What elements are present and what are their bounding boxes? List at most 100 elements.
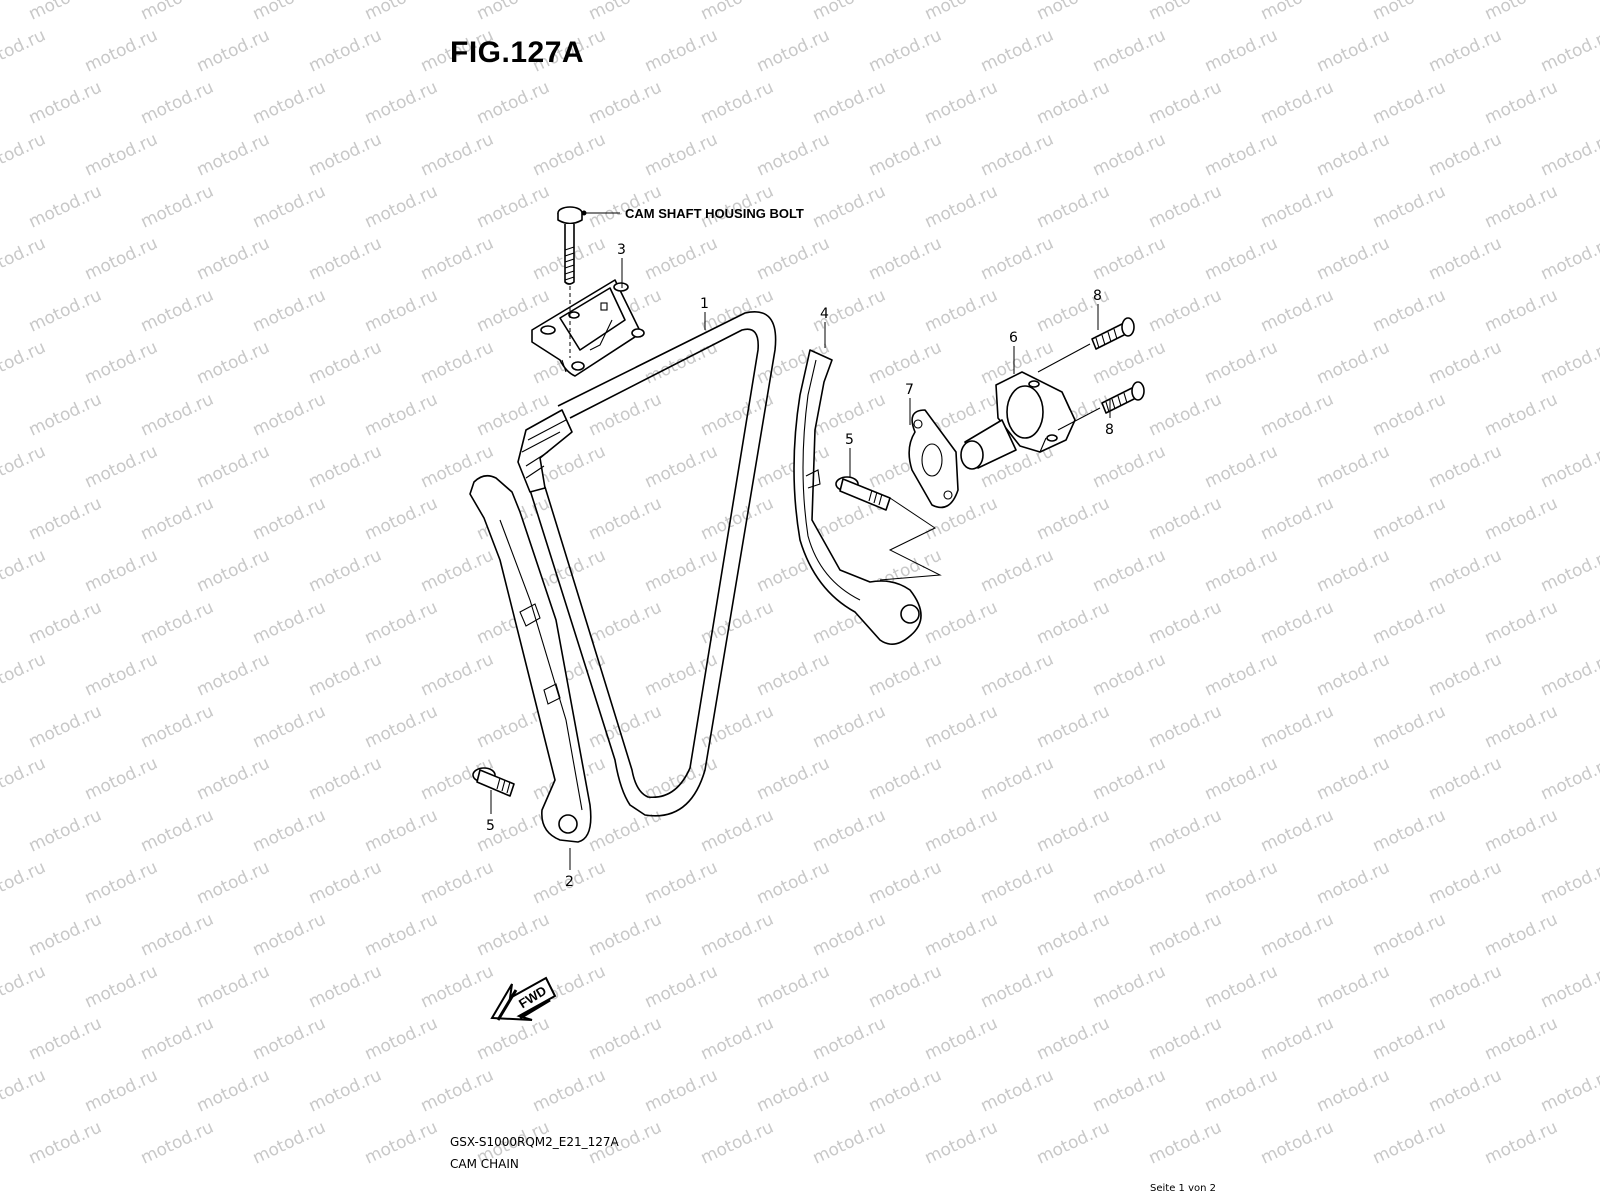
watermark-text: motod.ru [1034, 0, 1113, 25]
watermark-text: motod.ru [978, 545, 1057, 596]
watermark-text: motod.ru [82, 961, 161, 1012]
watermark-text: motod.ru [1482, 389, 1561, 440]
watermark-text: motod.ru [1370, 285, 1449, 336]
watermark-text: motod.ru [26, 1013, 105, 1064]
watermark-text: motod.ru [642, 25, 721, 76]
watermark-text: motod.ru [1202, 129, 1281, 180]
watermark-text: motod.ru [1146, 597, 1225, 648]
watermark-text: motod.ru [362, 1013, 441, 1064]
guide-bolt-lower[interactable] [472, 767, 515, 797]
watermark-text: motod.ru [306, 337, 385, 388]
watermark-text: motod.ru [754, 129, 833, 180]
watermark-text: motod.ru [1034, 805, 1113, 856]
watermark-text: motod.ru [250, 389, 329, 440]
figure-title: FIG.127A [450, 36, 585, 69]
tensioner-gasket[interactable] [908, 409, 959, 509]
tensioner-bolt-upper[interactable] [1091, 317, 1135, 350]
watermark-text: motod.ru [1314, 857, 1393, 908]
watermark-text: motod.ru [922, 1013, 1001, 1064]
watermark-text: motod.ru [82, 129, 161, 180]
watermark-text: motod.ru [1370, 181, 1449, 232]
tensioner-bolt-lower[interactable] [1101, 381, 1145, 414]
watermark-text: motod.ru [1370, 701, 1449, 752]
watermark-text: motod.ru [1482, 1013, 1561, 1064]
watermark-text: motod.ru [0, 545, 49, 596]
rear-tensioner-guide[interactable] [793, 349, 922, 645]
watermark-text: motod.ru [138, 77, 217, 128]
watermark-text: motod.ru [82, 1065, 161, 1116]
watermark-text: motod.ru [1482, 0, 1561, 25]
watermark-text: motod.ru [1202, 545, 1281, 596]
watermark-text: motod.ru [26, 701, 105, 752]
watermark-text: motod.ru [306, 857, 385, 908]
watermark-text: motod.ru [530, 129, 609, 180]
watermark-text: motod.ru [306, 441, 385, 492]
watermark-text: motod.ru [586, 1013, 665, 1064]
watermark-text: motod.ru [82, 233, 161, 284]
ref-label-6: 6 [1009, 330, 1018, 346]
watermark-text: motod.ru [586, 0, 665, 25]
watermark-text: motod.ru [138, 181, 217, 232]
watermark-text: motod.ru [698, 77, 777, 128]
watermark-text: motod.ru [1538, 857, 1600, 908]
watermark-text: motod.ru [26, 805, 105, 856]
watermark-text: motod.ru [1258, 597, 1337, 648]
watermark-text: motod.ru [810, 1013, 889, 1064]
watermark-text: motod.ru [0, 233, 49, 284]
watermark-text: motod.ru [1034, 1013, 1113, 1064]
watermark-text: motod.ru [138, 1013, 217, 1064]
watermark-text: motod.ru [754, 961, 833, 1012]
watermark-text: motod.ru [1258, 701, 1337, 752]
watermark-text: motod.ru [1034, 493, 1113, 544]
watermark-text: motod.ru [1314, 961, 1393, 1012]
watermark-text: motod.ru [1426, 337, 1505, 388]
watermark-text: motod.ru [1090, 753, 1169, 804]
watermark-text: motod.ru [138, 0, 217, 25]
watermark-text: motod.ru [1258, 389, 1337, 440]
watermark-text: motod.ru [1258, 181, 1337, 232]
watermark-text: motod.ru [1482, 1117, 1561, 1168]
cam-shaft-housing-bolt[interactable] [557, 206, 583, 285]
watermark-text: motod.ru [250, 1117, 329, 1168]
watermark-text: motod.ru [1034, 1117, 1113, 1168]
watermark-text: motod.ru [0, 753, 49, 804]
guide-bolt-upper[interactable] [835, 476, 891, 511]
watermark-text: motod.ru [1146, 1013, 1225, 1064]
watermark-text: motod.ru [474, 181, 553, 232]
watermark-text: motod.ru [1482, 597, 1561, 648]
watermark-text: motod.ru [1538, 545, 1600, 596]
ref-label-2: 2 [565, 874, 574, 890]
watermark-text: motod.ru [1426, 233, 1505, 284]
watermark-text: motod.ru [418, 1065, 497, 1116]
watermark-text: motod.ru [866, 961, 945, 1012]
watermark-text: motod.ru [978, 649, 1057, 700]
ref-label-7: 7 [905, 382, 914, 398]
watermark-text: motod.ru [1202, 753, 1281, 804]
watermark-text: motod.ru [922, 597, 1001, 648]
front-chain-guide[interactable] [469, 474, 592, 843]
cam-chain[interactable] [517, 311, 777, 817]
watermark-text: motod.ru [866, 857, 945, 908]
bolt-lower-axis [1057, 407, 1101, 431]
watermark-text: motod.ru [82, 441, 161, 492]
cam-shaft-housing[interactable] [531, 279, 645, 377]
ref-label-1: 1 [700, 296, 709, 312]
watermark-text: motod.ru [586, 701, 665, 752]
watermark-text: motod.ru [0, 649, 49, 700]
watermark-text: motod.ru [362, 1117, 441, 1168]
watermark-text: motod.ru [866, 25, 945, 76]
watermark-text: motod.ru [1426, 753, 1505, 804]
ref-label-3: 3 [617, 242, 626, 258]
watermark-text: motod.ru [1314, 337, 1393, 388]
watermark-text: motod.ru [1370, 493, 1449, 544]
watermark-text: motod.ru [1034, 909, 1113, 960]
watermark-text: motod.ru [1202, 649, 1281, 700]
watermark-text: motod.ru [1538, 961, 1600, 1012]
watermark-text: motod.ru [250, 181, 329, 232]
watermark-text: motod.ru [922, 1117, 1001, 1168]
tensioner-adjuster[interactable] [960, 371, 1076, 470]
ref-label-8-lower: 8 [1105, 422, 1114, 438]
watermark-text: motod.ru [250, 597, 329, 648]
